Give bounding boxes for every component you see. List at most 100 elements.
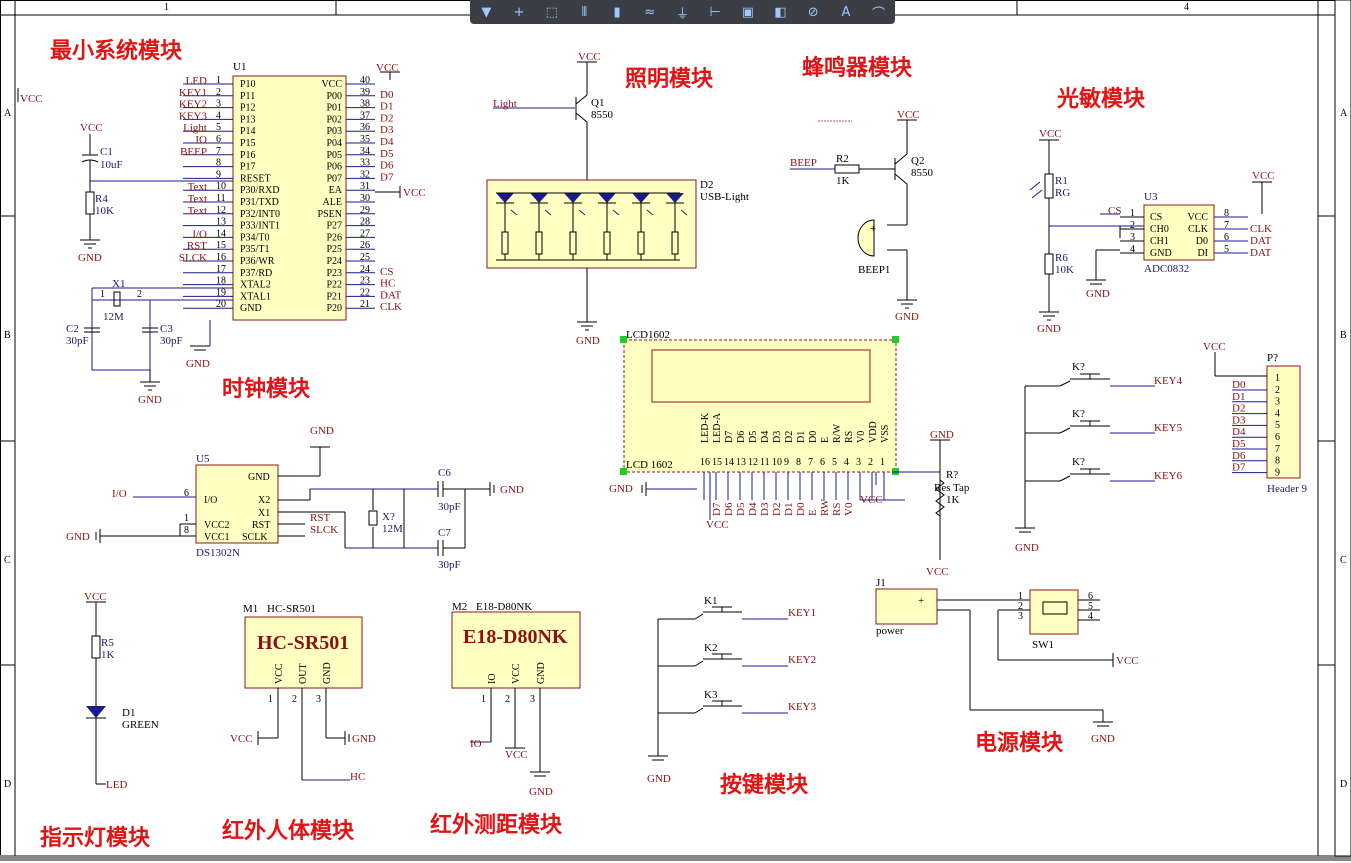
ds-val: DS1302N bbox=[196, 547, 240, 559]
mcu-pin-right: P26 bbox=[326, 232, 342, 243]
lcd-pin: R/W bbox=[832, 424, 843, 443]
port-icon[interactable]: ◧ bbox=[774, 4, 787, 20]
mcu-net-left: Text bbox=[188, 205, 207, 217]
lcd1602[interactable]: LCD1602 LCD 1602 LED-K16LED-A15D714D613D… bbox=[609, 329, 970, 578]
adc-num-right: 8 bbox=[1224, 208, 1229, 219]
indicator-module[interactable]: VCC R5 1K D1 GREEN LED bbox=[84, 591, 159, 791]
m1-vcc: VCC bbox=[230, 733, 253, 745]
mcu-pin-right: P06 bbox=[326, 162, 342, 173]
adc-net-right: DAT bbox=[1250, 235, 1272, 247]
mcu-pin-left: RESET bbox=[240, 173, 271, 184]
sw-num-left: 3 bbox=[1018, 611, 1023, 622]
header-num: 9 bbox=[1275, 467, 1280, 478]
adc-num-left: 1 bbox=[1130, 208, 1135, 219]
title-min-system: 最小系统模块 bbox=[50, 38, 183, 64]
c1-val: 10uF bbox=[100, 159, 123, 171]
filter-icon[interactable]: ▼ bbox=[481, 4, 492, 20]
r5-ref: R5 bbox=[101, 637, 114, 649]
mcu-num-right: 28 bbox=[360, 217, 370, 228]
schematic-toolbar[interactable]: ▼ + ⬚ ⫴ ▮ ≈ ⏚ ⊢ ▣ ◧ ⊘ A ⌒ bbox=[470, 0, 895, 24]
reset-circuit[interactable]: VCC C1 10uF R4 10K GND bbox=[78, 122, 233, 264]
power-port-icon[interactable]: ⏚ bbox=[675, 6, 689, 22]
zone-left-d: D bbox=[4, 779, 11, 790]
buzzer-module[interactable]: + BEEP R2 1K Q2 8550 VCC BEEP1 GND bbox=[790, 109, 934, 323]
part-icon[interactable]: ▣ bbox=[741, 4, 754, 20]
text-icon[interactable]: A bbox=[841, 4, 851, 20]
align-icon[interactable]: ⫴ bbox=[581, 4, 588, 20]
mcu-num-left: 10 bbox=[216, 181, 226, 192]
r6-val: 10K bbox=[1055, 264, 1074, 276]
light-gnd: GND bbox=[576, 335, 600, 347]
ds-pin-x1: X1 bbox=[258, 508, 270, 519]
r5-val: 1K bbox=[101, 649, 115, 661]
arc-icon[interactable]: ⌒ bbox=[872, 6, 886, 22]
mcu-net-right: CS bbox=[380, 266, 393, 278]
ds1302-clock[interactable]: U5 DS1302N I/O VCC2 VCC1 GND X2 X1 RST S… bbox=[66, 425, 524, 571]
m1-ref: M1 bbox=[243, 603, 258, 615]
m2-vcc: VCC bbox=[505, 749, 528, 761]
mcu-num-left: 11 bbox=[216, 193, 226, 204]
bus-icon[interactable]: ≈ bbox=[644, 4, 656, 20]
mcu-net-left: I/O bbox=[192, 228, 207, 240]
lcd-num: 11 bbox=[760, 457, 770, 468]
mcu-num-left: 2 bbox=[216, 87, 221, 98]
mcu-net-right: DAT bbox=[380, 289, 402, 301]
key-net-lower: KEY2 bbox=[788, 654, 816, 666]
header-num: 5 bbox=[1275, 420, 1280, 431]
mcu-num-right: 31 bbox=[360, 181, 370, 192]
lcd-net: RS bbox=[831, 503, 843, 516]
crystal-gnd: GND bbox=[138, 394, 162, 406]
header-net: D3 bbox=[1232, 414, 1246, 426]
lcd-net: E bbox=[807, 509, 819, 516]
ds-pin-vcc1: VCC1 bbox=[204, 532, 230, 543]
d1-val: GREEN bbox=[122, 719, 159, 731]
m2-gnd: GND bbox=[529, 786, 553, 798]
r2-val: 1K bbox=[836, 175, 850, 187]
mcu-num-left: 4 bbox=[216, 110, 221, 121]
sw-num-right: 6 bbox=[1088, 591, 1093, 602]
mcu-vcc-label: VCC bbox=[376, 62, 399, 74]
select-rect-icon[interactable]: ⬚ bbox=[545, 4, 558, 20]
mcu-num-right: 33 bbox=[360, 158, 370, 169]
d2-ref: D2 bbox=[700, 179, 713, 191]
adc-pin-right: VCC bbox=[1187, 212, 1208, 223]
led-icon bbox=[564, 193, 582, 203]
lcd-num: 10 bbox=[772, 457, 782, 468]
j1-val: power bbox=[876, 625, 904, 637]
lcd-pin: D1 bbox=[796, 431, 807, 443]
net-label-icon[interactable]: ⊢ bbox=[709, 4, 721, 20]
mcu-num-right: 25 bbox=[360, 252, 370, 263]
crystal-x1[interactable]: X1 12M 1 2 C2 30pF C3 30pF GND GND bbox=[66, 278, 233, 406]
lcd-net: D2 bbox=[771, 503, 783, 516]
header-net: D0 bbox=[1232, 379, 1246, 391]
component-icon[interactable]: ▮ bbox=[613, 4, 621, 20]
header-num: 4 bbox=[1275, 408, 1280, 419]
d2-val: USB-Light bbox=[700, 191, 749, 203]
m2-pin: VCC bbox=[511, 663, 522, 684]
title-lighting: 照明模块 bbox=[625, 67, 714, 92]
adc-gnd: GND bbox=[1086, 288, 1110, 300]
mcu-pin-right: P23 bbox=[326, 268, 342, 279]
q2-vcc: VCC bbox=[897, 109, 920, 121]
mcu-pin-left: P34/T0 bbox=[240, 232, 269, 243]
lighting-module[interactable]: VCC Light Q1 8550 GND D2 USB-Light bbox=[486, 51, 749, 347]
lcd-num: 12 bbox=[748, 457, 758, 468]
mcu-pin-left: P35/T1 bbox=[240, 244, 269, 255]
directive-icon[interactable]: ⊘ bbox=[807, 4, 819, 20]
lcd-pin: D0 bbox=[808, 431, 819, 443]
power-gnd: GND bbox=[1091, 733, 1115, 745]
led-icon bbox=[530, 193, 548, 203]
r4-gnd: GND bbox=[78, 252, 102, 264]
j1-plus: + bbox=[918, 595, 924, 607]
cross-icon[interactable]: + bbox=[513, 4, 525, 20]
mcu-net-left: KEY1 bbox=[179, 87, 207, 99]
